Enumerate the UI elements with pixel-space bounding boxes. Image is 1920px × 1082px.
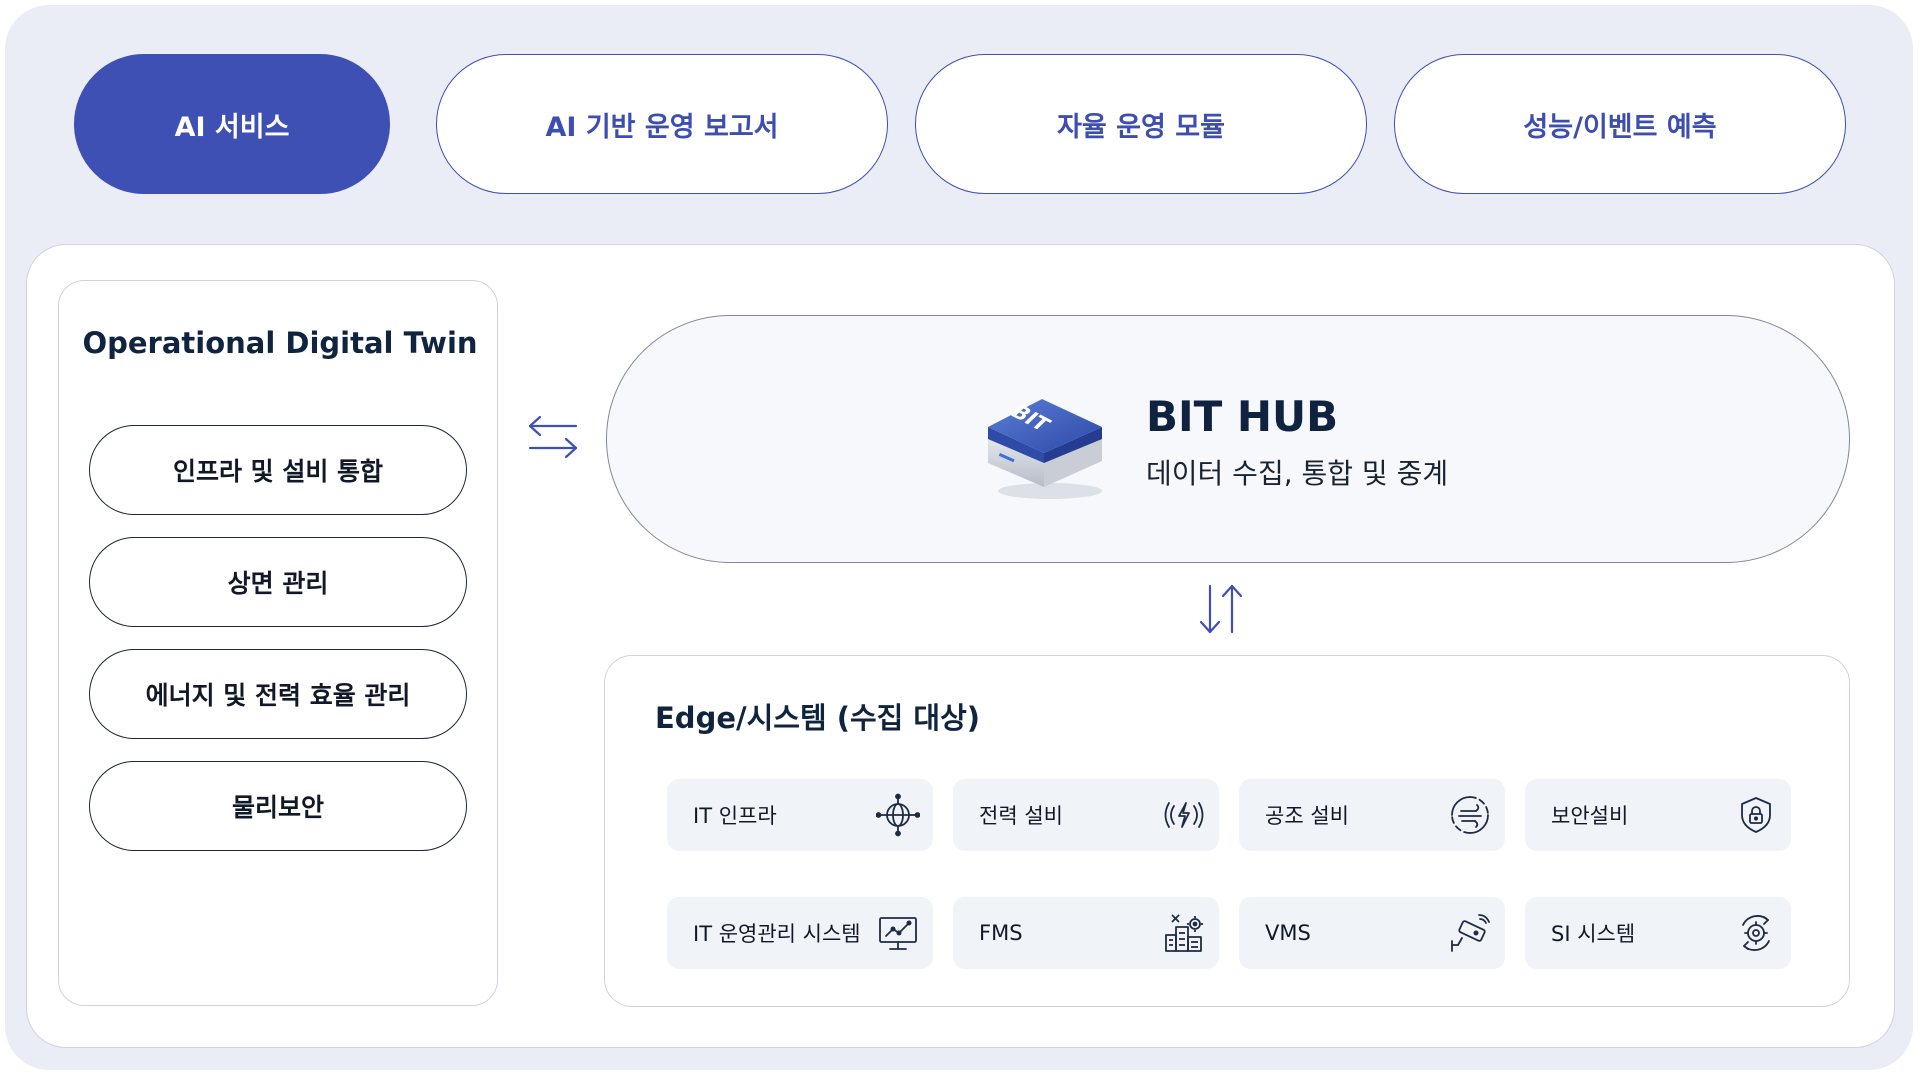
twin-item-floor[interactable]: 상면 관리 [89, 537, 467, 627]
edge-card-si[interactable]: SI 시스템 [1525, 897, 1791, 969]
edge-card-vms[interactable]: VMS [1239, 897, 1505, 969]
bidirectional-vertical-arrow-icon [1199, 584, 1243, 634]
cctv-camera-icon [1447, 910, 1493, 956]
edge-card-label: 전력 설비 [979, 804, 1063, 828]
edge-card-hvac[interactable]: 공조 설비 [1239, 779, 1505, 851]
edge-card-label: IT 인프라 [693, 804, 777, 828]
edge-card-security[interactable]: 보안설비 [1525, 779, 1791, 851]
bit-hub-subtitle: 데이터 수집, 통합 및 중계 [1146, 457, 1449, 490]
edge-card-fms[interactable]: FMS [953, 897, 1219, 969]
bit-hub-cube-icon: BIT [988, 399, 1102, 499]
edge-card-label: FMS [979, 921, 1023, 945]
shield-lock-icon [1733, 792, 1779, 838]
edge-system-title: Edge/시스템 (수집 대상) [655, 701, 981, 735]
globe-network-icon [875, 792, 921, 838]
monitor-chart-icon [875, 910, 921, 956]
edge-card-power[interactable]: 전력 설비 [953, 779, 1219, 851]
twin-item-energy[interactable]: 에너지 및 전력 효율 관리 [89, 649, 467, 739]
air-flow-icon [1447, 792, 1493, 838]
gear-cycle-icon [1733, 910, 1779, 956]
power-signal-icon [1161, 792, 1207, 838]
twin-item-infra[interactable]: 인프라 및 설비 통합 [89, 425, 467, 515]
bidirectional-horizontal-arrow-icon [528, 415, 578, 459]
edge-card-label: IT 운영관리 시스템 [693, 922, 861, 946]
twin-item-security[interactable]: 물리보안 [89, 761, 467, 851]
digital-twin-title: Operational Digital Twin [82, 326, 478, 360]
edge-card-it-ops[interactable]: IT 운영관리 시스템 [667, 897, 933, 969]
building-gear-icon [1161, 910, 1207, 956]
tab-performance-prediction[interactable]: 성능/이벤트 예측 [1394, 54, 1846, 194]
bit-hub-title: BIT HUB [1146, 392, 1339, 441]
edge-card-label: 공조 설비 [1265, 804, 1349, 828]
tab-autonomous-module[interactable]: 자율 운영 모듈 [915, 54, 1367, 194]
bit-hub-box [606, 315, 1850, 563]
tab-ai-report[interactable]: AI 기반 운영 보고서 [436, 54, 888, 194]
digital-twin-panel [58, 280, 498, 1006]
edge-card-it-infra[interactable]: IT 인프라 [667, 779, 933, 851]
edge-card-label: 보안설비 [1551, 804, 1629, 828]
edge-card-label: VMS [1265, 921, 1311, 945]
tab-ai-service[interactable]: AI 서비스 [74, 54, 390, 194]
edge-card-label: SI 시스템 [1551, 922, 1636, 946]
